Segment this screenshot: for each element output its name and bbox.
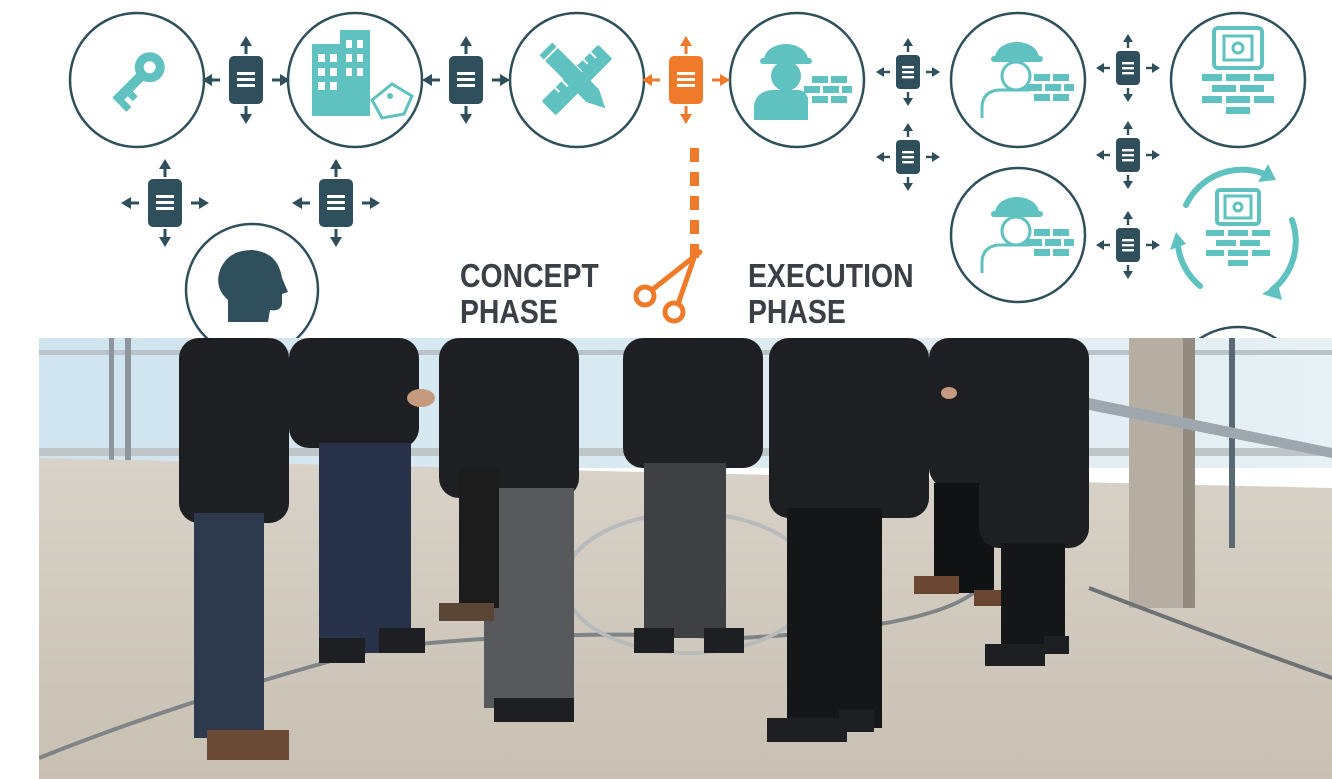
document-exchange-icon	[422, 36, 510, 124]
construction-worker-outline-icon-2	[980, 197, 1074, 273]
pencil-ruler-icon	[539, 42, 612, 115]
maintenance-cycle-icon	[1170, 164, 1299, 300]
phase-diagram-graphic	[68, 11, 1307, 338]
safe-on-wall-icon	[1202, 26, 1274, 114]
person-head-icon	[218, 250, 288, 322]
safe-circle	[1169, 11, 1307, 149]
document-exchange-icon	[876, 38, 940, 106]
concept-phase-line2: PHASE	[460, 293, 558, 330]
client-circle	[184, 222, 320, 338]
phase-diagram: CONCEPT PHASE EXECUTION PHASE	[0, 0, 1332, 338]
construction-worker-outline-icon	[980, 42, 1074, 118]
worker-outline-circle-2	[949, 166, 1087, 304]
execution-phase-line2: PHASE	[748, 293, 846, 330]
document-exchange-icon	[202, 36, 290, 124]
concept-phase-label: CONCEPT PHASE	[460, 258, 599, 330]
worker-outline-circle	[949, 11, 1087, 149]
building-for-sale-icon	[312, 30, 414, 120]
worker-circle	[728, 11, 866, 149]
construction-site-photo	[39, 338, 1332, 779]
scissors-icon	[633, 249, 703, 324]
document-exchange-icon	[876, 123, 940, 191]
execution-phase-line1: EXECUTION	[748, 257, 914, 294]
execution-phase-label: EXECUTION PHASE	[748, 258, 914, 330]
partial-circle	[1198, 325, 1278, 338]
document-exchange-icon	[1096, 34, 1160, 102]
concept-phase-line1: CONCEPT	[460, 257, 599, 294]
phase-divider-dashed-line	[690, 148, 699, 258]
document-exchange-icon	[121, 159, 209, 247]
document-exchange-icon	[1096, 121, 1160, 189]
document-exchange-icon-highlight	[642, 36, 730, 124]
key-icon	[112, 52, 165, 112]
construction-worker-icon	[754, 44, 852, 120]
construction-site-scene	[39, 338, 1332, 779]
document-exchange-icon	[1096, 211, 1160, 279]
document-exchange-icon	[292, 159, 380, 247]
